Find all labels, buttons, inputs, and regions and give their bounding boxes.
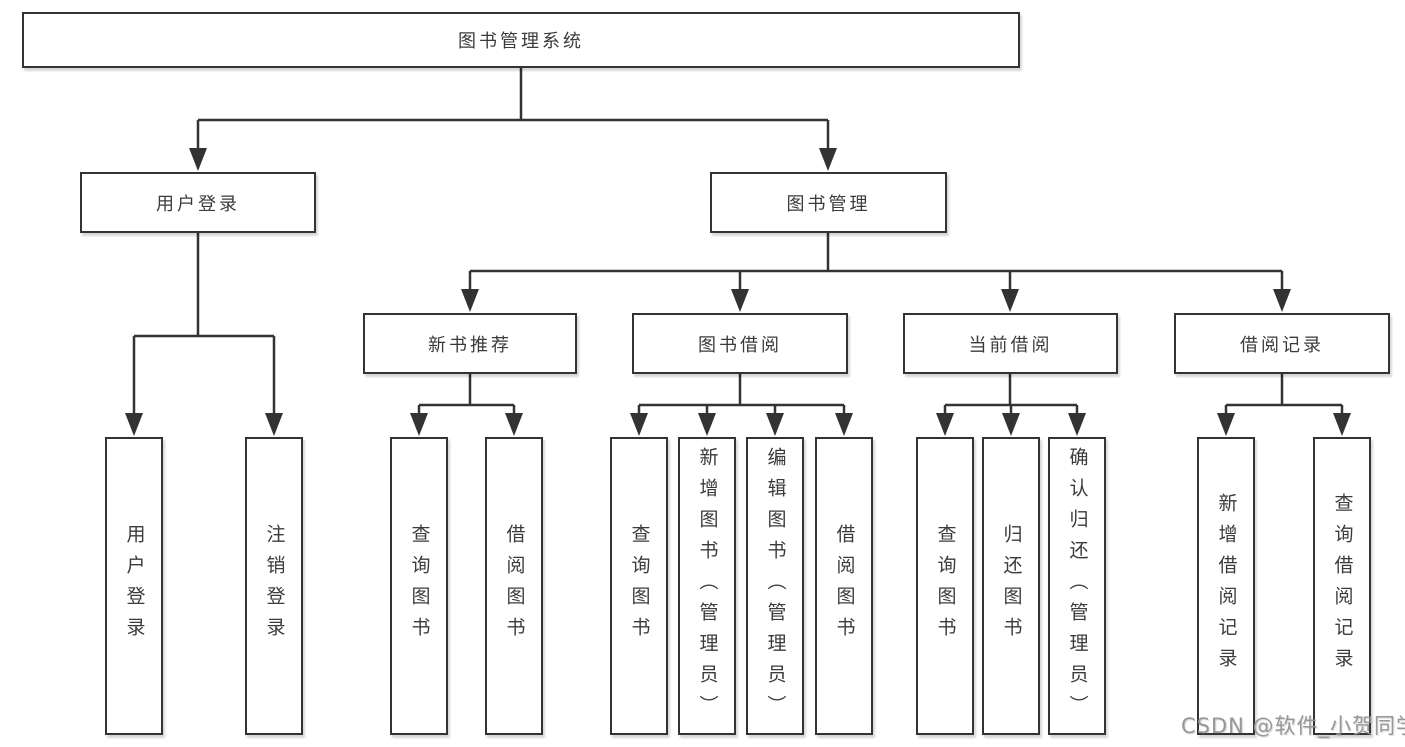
leaf-add-borrow-record: 新增借阅记录 — [1197, 437, 1255, 735]
node-new-book-recommend: 新书推荐 — [363, 313, 577, 374]
leaf-query-books-recommend: 查询图书 — [390, 437, 448, 735]
node-book-borrow: 图书借阅 — [632, 313, 848, 374]
leaf-user-login: 用户登录 — [105, 437, 163, 735]
leaf-logout: 注销登录 — [245, 437, 303, 735]
leaf-add-books-admin: 新增图书（管理员） — [678, 437, 736, 735]
leaf-query-borrow-record: 查询借阅记录 — [1313, 437, 1371, 735]
leaf-borrow-books: 借阅图书 — [815, 437, 873, 735]
node-borrow-records: 借阅记录 — [1174, 313, 1390, 374]
csdn-watermark: CSDN @软件_小贺同学 — [1181, 714, 1405, 738]
leaf-edit-books-admin: 编辑图书（管理员） — [746, 437, 804, 735]
node-current-borrow: 当前借阅 — [903, 313, 1118, 374]
leaf-query-books-borrow: 查询图书 — [610, 437, 668, 735]
leaf-borrow-books-recommend: 借阅图书 — [485, 437, 543, 735]
leaf-return-books: 归还图书 — [982, 437, 1040, 735]
node-user-login: 用户登录 — [80, 172, 316, 233]
leaf-query-books-current: 查询图书 — [916, 437, 974, 735]
node-root-system: 图书管理系统 — [22, 12, 1020, 68]
leaf-confirm-return-admin: 确认归还（管理员） — [1048, 437, 1106, 735]
node-book-management: 图书管理 — [710, 172, 947, 233]
